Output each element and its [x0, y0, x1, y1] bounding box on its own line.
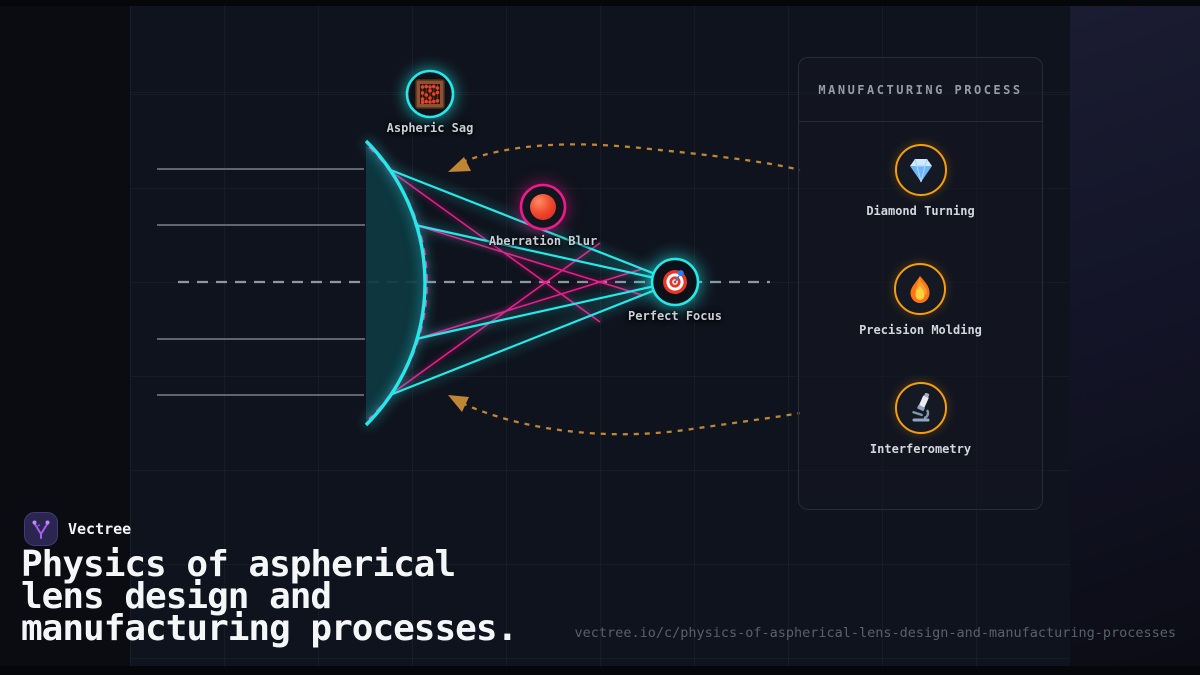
target-icon: [663, 270, 687, 294]
manufacturing-process-panel: MANUFACTURING PROCESS Diamond Turning: [798, 57, 1043, 510]
top-arrow-curve: [461, 143, 801, 172]
vectree-logo: [24, 512, 58, 546]
aberration-ray: [389, 242, 601, 396]
diamond-icon: [909, 158, 932, 183]
interferometry-label: Interferometry: [869, 442, 972, 456]
top-edge-bar: [0, 0, 1200, 6]
incoming-rays: [157, 168, 365, 396]
bottom-arrowhead: [448, 395, 469, 412]
aberration-ray: [414, 224, 643, 296]
focused-ray: [415, 280, 674, 341]
page-url: vectree.io/c/physics-of-aspherical-lens-…: [574, 625, 1176, 641]
panel-item-list: Diamond Turning Precision Molding: [799, 122, 1042, 501]
lens-body: [366, 141, 425, 425]
aberration-ray: [387, 168, 601, 323]
diamond-turning-label: Diamond Turning: [866, 204, 975, 218]
abacus-icon: [415, 79, 445, 109]
diamond-turning-circle: [894, 144, 947, 196]
brand-name: Vectree: [68, 520, 132, 538]
panel-item-precision-molding: Precision Molding: [859, 263, 982, 337]
microscope-icon: [911, 393, 929, 422]
precision-molding-label: Precision Molding: [859, 323, 982, 337]
interferometry-circle: [894, 382, 947, 434]
red-sphere-icon: [530, 194, 556, 220]
panel-item-interferometry: Interferometry: [870, 382, 971, 456]
panel-title: MANUFACTURING PROCESS: [818, 82, 1023, 97]
aberration-rays: [387, 168, 643, 396]
bottom-edge-bar: [0, 666, 1200, 675]
bottom-arrow-curve: [461, 401, 801, 436]
focused-ray: [389, 281, 674, 397]
top-arrowhead: [448, 157, 471, 172]
page-title: Physics of aspherical lens design and ma…: [21, 544, 518, 649]
flame-icon: [910, 276, 930, 303]
aberration-ray: [415, 268, 643, 340]
panel-header: MANUFACTURING PROCESS: [799, 58, 1042, 122]
focused-ray: [414, 223, 674, 284]
annotation-arrows: [461, 143, 801, 436]
perfect-focus-label: Perfect Focus: [628, 309, 722, 323]
panel-item-diamond-turning: Diamond Turning: [866, 144, 975, 218]
right-gradient-backdrop: [1070, 6, 1200, 666]
aspheric-surface-arc: [364, 139, 427, 427]
aspheric-sag-label: Aspheric Sag: [386, 121, 474, 135]
aberration-blur-label: Aberration Blur: [488, 234, 598, 248]
precision-molding-circle: [894, 263, 947, 315]
